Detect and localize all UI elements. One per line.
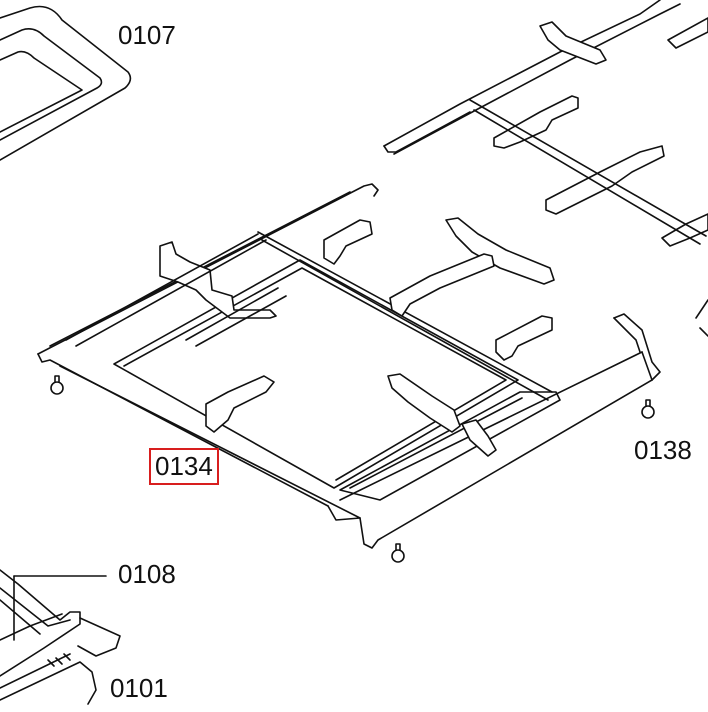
leader-lines	[13, 575, 107, 641]
part-0108-0101-drawing	[0, 569, 121, 705]
part-number-0107: 0107	[118, 20, 176, 50]
part-0134-grate	[37, 183, 661, 549]
part-0138-grate	[383, 0, 708, 337]
part-number-0138: 0138	[634, 435, 692, 465]
part-number-0134-highlighted[interactable]: 0134	[149, 448, 219, 485]
grate-feet	[50, 375, 655, 563]
part-0107-drawing	[0, 5, 132, 161]
part-number-0108: 0108	[118, 559, 176, 589]
part-number-0101: 0101	[110, 673, 168, 703]
